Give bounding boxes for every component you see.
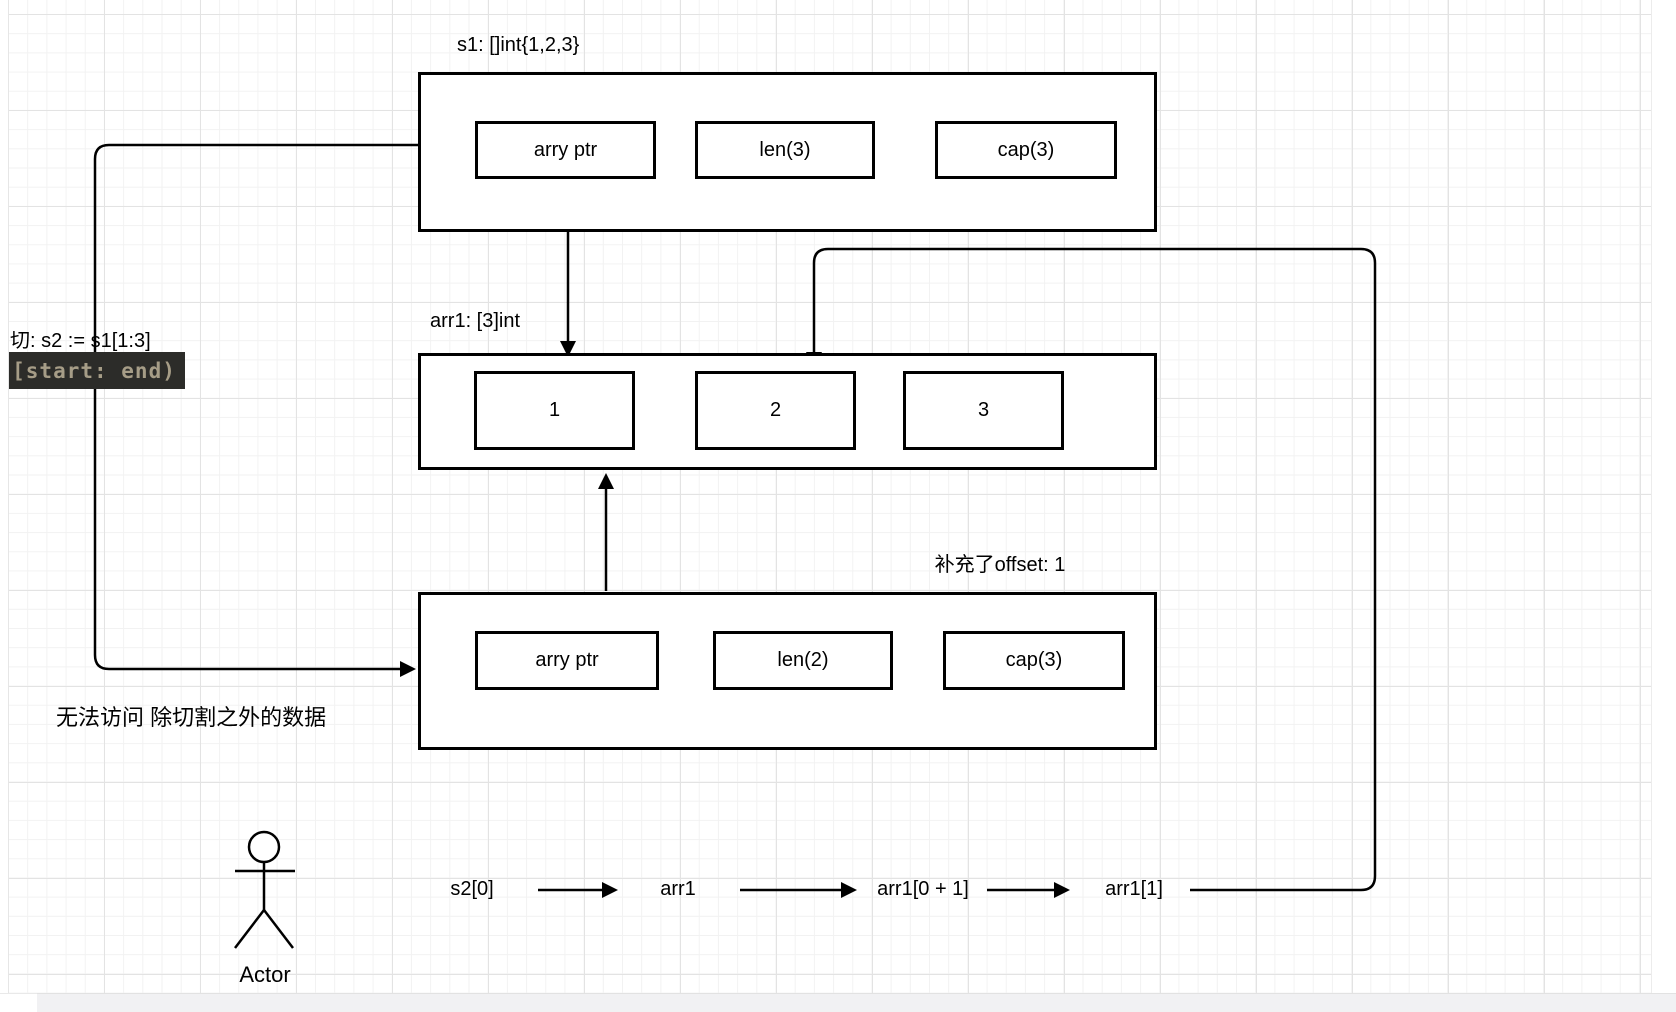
seq-item-arr1-0-plus-1: arr1[0 + 1] [877,878,969,900]
arr1-cell-2-text: 2 [769,399,782,421]
s2-cap-text: cap(3) [1005,649,1063,671]
range-notation-text: [start: end) [12,358,176,383]
s1-len-text: len(3) [759,138,811,161]
range-notation-chip[interactable]: [start: end) [3,352,185,389]
s2-ptr-to-arr1-arrow[interactable] [598,473,614,591]
arr1-cell-2[interactable]: 2 [695,371,856,450]
s1-arryptr-text: arry ptr [533,138,598,161]
actor-figure[interactable] [234,830,295,949]
s1-label: s1: []int{1,2,3} [457,34,580,56]
actor-label: Actor [239,962,291,987]
s1-arryptr-box[interactable]: arry ptr [475,121,656,179]
seq-arrow-2[interactable] [740,882,857,898]
arr1-cell-1-text: 1 [548,399,561,421]
s2-arryptr-text: arry ptr [535,649,599,671]
horizontal-scrollbar[interactable] [37,993,1676,1012]
seq-arrow-3[interactable] [987,882,1070,898]
seq-arrow-1[interactable] [538,882,618,898]
arr1-cell-1[interactable]: 1 [474,371,635,450]
seq-item-s2-0: s2[0] [450,878,494,900]
seq-item-arr1-1: arr1[1] [1105,878,1163,900]
s1-to-s2-connector[interactable] [93,143,418,677]
s2-cap-box[interactable]: cap(3) [943,631,1125,690]
s2-len-box[interactable]: len(2) [713,631,893,690]
canvas-right-margin [1651,0,1676,993]
arr1-cell-3-text: 3 [977,399,990,421]
scrollbar-corner [0,993,37,1012]
s2-len-text: len(2) [777,649,829,671]
s1-cap-text: cap(3) [997,138,1055,161]
s1-cap-box[interactable]: cap(3) [935,121,1117,179]
offset-note-label: 补充了offset: 1 [934,554,1066,576]
arr1-cell-3[interactable]: 3 [903,371,1064,450]
s1-len-box[interactable]: len(3) [695,121,875,179]
no-access-label: 无法访问 除切割之外的数据 [56,705,327,730]
s2-arryptr-box[interactable]: arry ptr [475,631,659,690]
arr1-label: arr1: [3]int [430,310,521,332]
canvas-left-margin [0,0,9,993]
slice-operation-label: 切: s2 := s1[1:3] [10,330,151,352]
seq-item-arr1: arr1 [660,878,696,900]
